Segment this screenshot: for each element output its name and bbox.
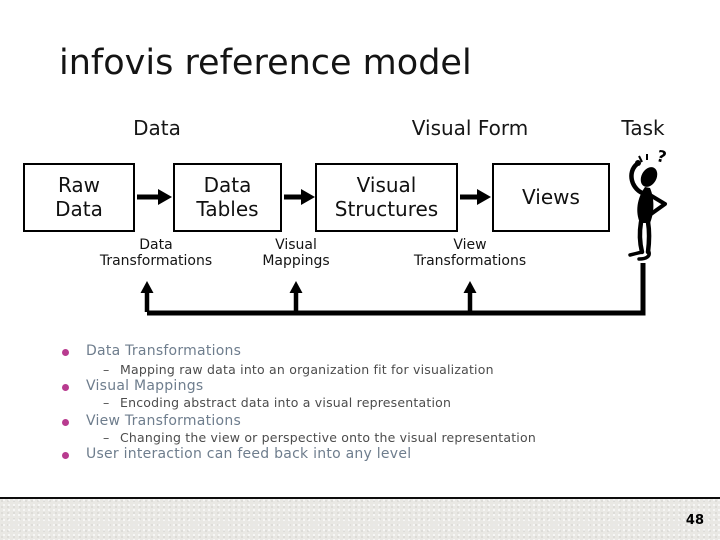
box-label-line2: Data bbox=[55, 196, 103, 221]
label-data-transformations: Data Transformations bbox=[100, 237, 212, 269]
box-label-line1: Data bbox=[203, 172, 252, 197]
arrow-right-icon bbox=[137, 189, 172, 205]
bullet-visual-mappings: Visual Mappings bbox=[86, 378, 204, 394]
arrow-up-icon bbox=[289, 281, 303, 312]
bullet-dot bbox=[62, 349, 69, 356]
box-label-line1: Views bbox=[522, 184, 580, 209]
sub-bullet-dash: – bbox=[103, 362, 110, 377]
bullet-dot bbox=[62, 384, 69, 391]
box-label: Data Tables bbox=[196, 172, 259, 221]
xform-line2: Transformations bbox=[99, 253, 213, 270]
bullet-view-transformations: View Transformations bbox=[86, 413, 242, 429]
footer-bar bbox=[0, 497, 720, 540]
confused-person-icon bbox=[628, 154, 667, 261]
xform-line2: Transformations bbox=[413, 253, 527, 270]
arrow-right-icon bbox=[460, 189, 491, 205]
box-label-line1: Raw bbox=[57, 172, 101, 197]
bullet-dot bbox=[62, 419, 69, 426]
label-view-transformations: View Transformations bbox=[414, 237, 526, 269]
box-label-line2: Structures bbox=[334, 196, 439, 221]
sub-bullet-dash: – bbox=[103, 395, 110, 410]
arrow-right-icon bbox=[284, 189, 315, 205]
box-label: Views bbox=[522, 184, 580, 210]
label-visual-mappings: Visual Mappings bbox=[262, 237, 329, 269]
box-raw-data: Raw Data bbox=[23, 163, 135, 232]
feedback-line bbox=[147, 263, 646, 316]
slide-title: infovis reference model bbox=[59, 43, 472, 83]
xform-line1: Visual bbox=[275, 237, 317, 253]
box-label: Visual Structures bbox=[334, 172, 439, 221]
sub-bullet-visual-mappings: Encoding abstract data into a visual rep… bbox=[120, 395, 452, 410]
box-label-line1: Visual bbox=[356, 172, 417, 197]
box-visual-structures: Visual Structures bbox=[315, 163, 458, 232]
page-number: 48 bbox=[685, 513, 704, 528]
sub-bullet-dash: – bbox=[103, 430, 110, 445]
xform-line1: Data bbox=[139, 237, 173, 253]
box-data-tables: Data Tables bbox=[173, 163, 282, 232]
box-label-line2: Tables bbox=[196, 196, 259, 221]
xform-line1: View bbox=[453, 237, 487, 253]
stage-header-data: Data bbox=[133, 116, 181, 140]
bullet-data-transformations: Data Transformations bbox=[86, 343, 242, 359]
box-label: Raw Data bbox=[55, 172, 103, 221]
question-mark: ? bbox=[654, 146, 669, 167]
arrow-up-icon bbox=[140, 281, 154, 312]
bullet-dot bbox=[62, 452, 69, 459]
stage-header-visual-form: Visual Form bbox=[411, 116, 529, 140]
stage-header-task: Task bbox=[621, 116, 665, 140]
box-views: Views bbox=[492, 163, 610, 232]
sub-bullet-view-transformations: Changing the view or perspective onto th… bbox=[120, 430, 536, 445]
bullet-user-interaction: User interaction can feed back into any … bbox=[86, 446, 412, 462]
arrow-up-icon bbox=[463, 281, 477, 312]
sub-bullet-data-transformations: Mapping raw data into an organization fi… bbox=[120, 362, 494, 377]
xform-line2: Mappings bbox=[262, 253, 330, 270]
